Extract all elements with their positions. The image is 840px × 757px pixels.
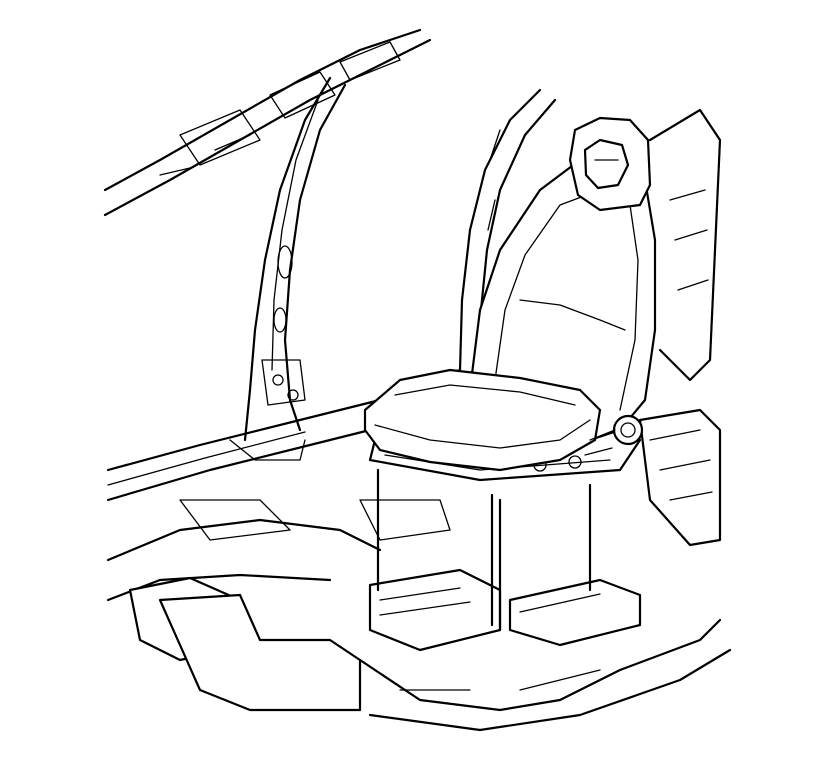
floor-pan <box>106 499 732 732</box>
a-pillar <box>243 76 347 442</box>
recliner-knob <box>584 414 644 456</box>
seat-riser <box>368 568 642 652</box>
headrest <box>568 116 652 212</box>
windshield-frame <box>103 28 432 217</box>
center-console <box>638 108 722 547</box>
seat-cushion <box>363 368 602 472</box>
mounting-studs <box>376 468 592 632</box>
